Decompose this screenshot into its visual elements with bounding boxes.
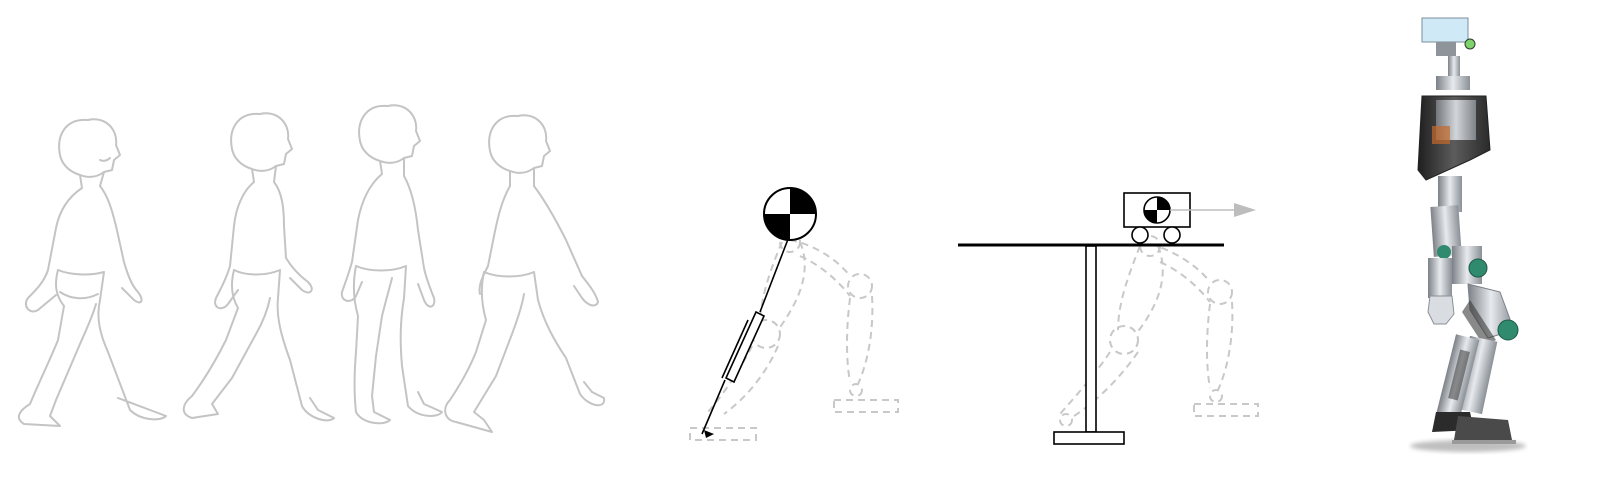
center-of-mass-icon: [1143, 196, 1171, 224]
walking-figure-2: [182, 112, 335, 422]
cart-table-model: [958, 192, 1259, 445]
walking-figure-1: [17, 118, 167, 427]
robot-legs: [1432, 246, 1519, 444]
robot-head: [1421, 17, 1476, 90]
walking-sequence: [17, 104, 606, 433]
humanoid-robot: [1410, 17, 1526, 452]
center-of-mass-icon: [763, 187, 817, 241]
ghost-legs: [689, 231, 899, 441]
walking-figure-4: [444, 114, 606, 433]
walking-figure-3: [340, 104, 443, 425]
robot-arm: [1427, 205, 1462, 325]
table: [958, 243, 1224, 445]
pendulum-leg: [701, 233, 791, 435]
pivot-marker: [704, 430, 714, 438]
robot-torso: [1417, 95, 1491, 212]
inverted-pendulum-model: [689, 187, 899, 441]
motion-arrow-icon: [1170, 203, 1256, 217]
